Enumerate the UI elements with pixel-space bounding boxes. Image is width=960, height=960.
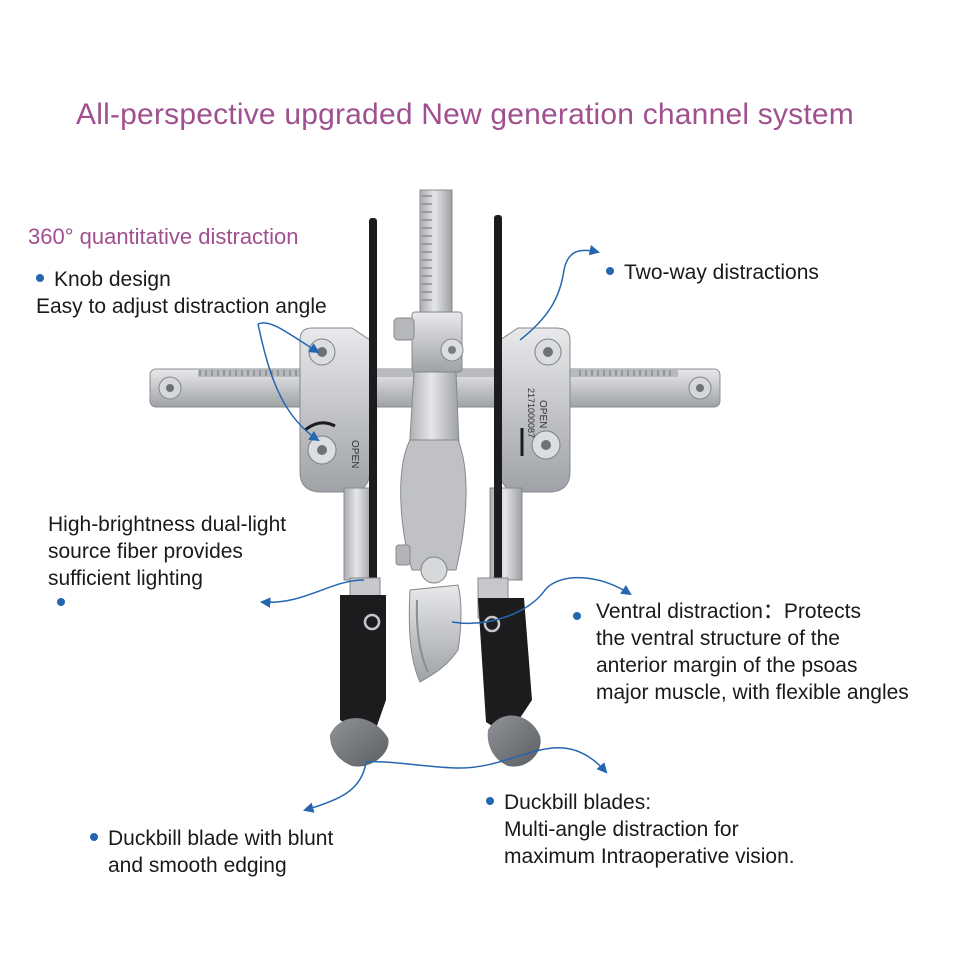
vertical-rack-bar: [393, 189, 464, 373]
annotation-arrows: [257, 245, 632, 813]
callout-ventral-line2: the ventral structure of the: [596, 627, 840, 650]
callout-knob-design: Knob design Easy to adjust distraction a…: [36, 266, 327, 320]
right-arm: 2171000087 OPEN: [489, 327, 571, 581]
center-blade: [395, 371, 467, 683]
callout-duckbill-line2: Multi-angle distraction for: [504, 818, 739, 841]
callout-ventral-line4: major muscle, with flexible angles: [596, 681, 909, 704]
bullet-icon: [606, 267, 614, 276]
callout-knob-title: Knob design: [54, 268, 171, 291]
callout-light-source: High-brightness dual-light source fiber …: [48, 511, 286, 592]
callout-blunt-line1: Duckbill blade with blunt: [108, 827, 334, 850]
light-fibers: [369, 215, 502, 590]
callout-duckbill: Duckbill blades: Multi-angle distraction…: [486, 789, 795, 870]
open-label-left: OPEN: [349, 440, 360, 468]
left-arm: OPEN: [299, 327, 373, 581]
bullet-icon: [486, 797, 494, 806]
callout-ventral-line1: Ventral distraction：Protects: [596, 600, 861, 623]
callout-duckbill-line3: maximum Intraoperative vision.: [504, 845, 795, 868]
callout-blunt-line2: and smooth edging: [108, 854, 287, 877]
callout-light-line3: sufficient lighting: [48, 567, 203, 590]
callout-ventral: Ventral distraction：Protects the ventral…: [596, 598, 909, 706]
bullet-icon: [573, 612, 581, 620]
page-title: All-perspective upgraded New generation …: [76, 98, 854, 131]
serial-label: 2171000087: [526, 388, 536, 438]
callout-two-way: Two-way distractions: [606, 259, 819, 286]
callout-duckbill-title: Duckbill blades:: [504, 791, 652, 814]
left-duckbill-blade: [330, 577, 389, 767]
bullet-icon: [57, 598, 65, 606]
bullet-icon: [36, 274, 44, 283]
callout-light-line1: High-brightness dual-light: [48, 513, 287, 536]
feature-subtitle: 360° quantitative distraction: [28, 224, 299, 249]
bullet-icon: [90, 833, 98, 842]
callout-ventral-line3: anterior margin of the psoas: [596, 654, 858, 677]
callout-two-way-text: Two-way distractions: [624, 261, 819, 284]
callout-knob-desc: Easy to adjust distraction angle: [36, 295, 327, 318]
right-duckbill-blade: [477, 577, 541, 767]
open-label-right: OPEN: [537, 400, 548, 428]
callout-blunt-edge: Duckbill blade with blunt and smooth edg…: [90, 825, 333, 879]
callout-light-line2: source fiber provides: [48, 540, 243, 563]
